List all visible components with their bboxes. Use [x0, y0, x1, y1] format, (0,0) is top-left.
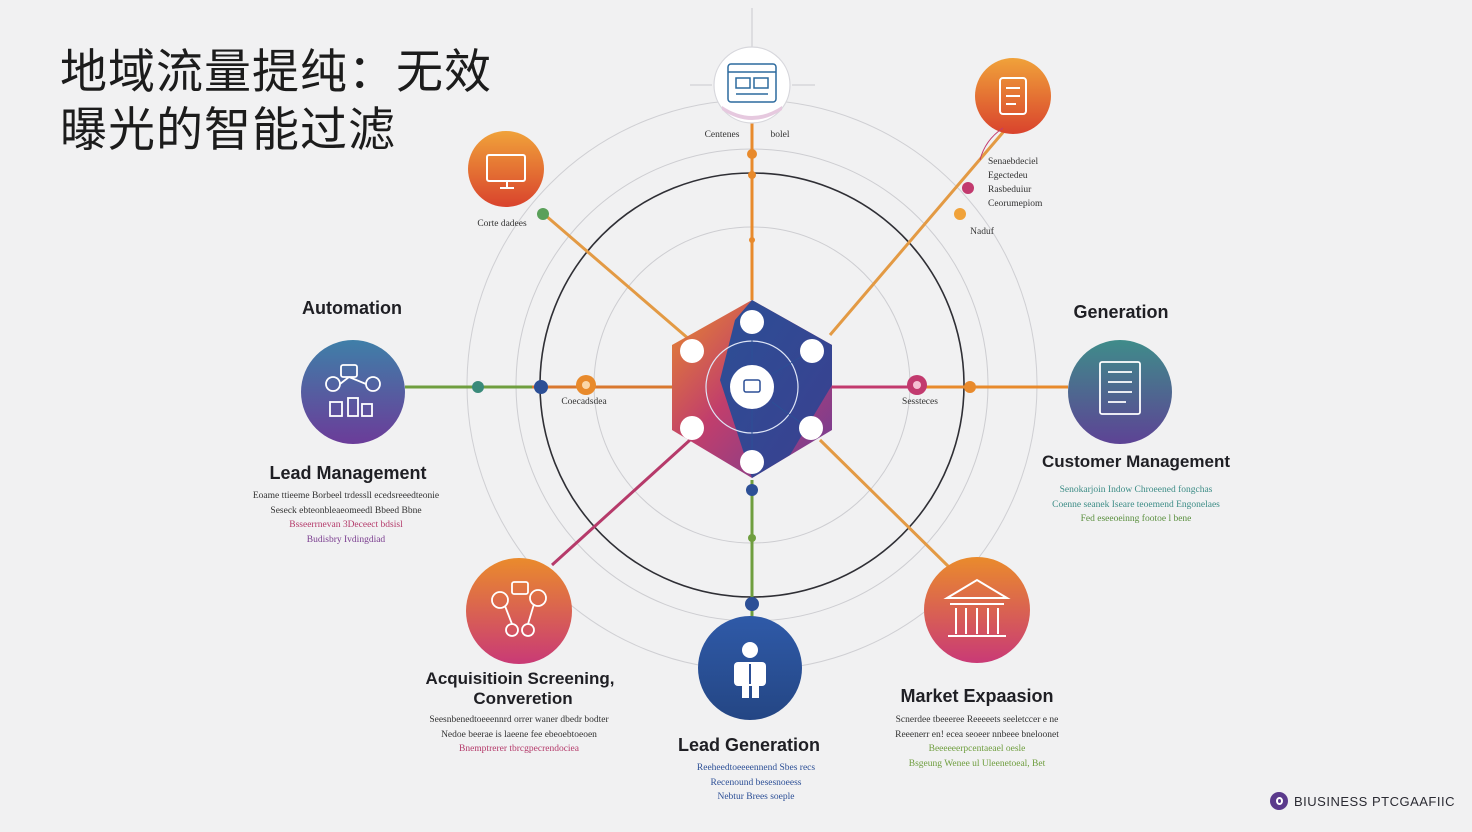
label-corte-dadees: Corte dadees	[477, 219, 527, 229]
title-line-2: 曝光的智能过滤	[60, 103, 396, 158]
brand-logo-icon	[1270, 792, 1288, 810]
desc-lead-management: Eoame ttieeme Borbeel trdessll ecedsreee…	[253, 489, 439, 547]
desc-line: Seseck ebteonbleaeomeedl Bbeed Bbne	[270, 505, 422, 516]
desc-line: Beeeeeerpcentaeael oesle	[928, 744, 1026, 754]
side-list: Senaebdeciel Egectedeu Rasbeduiur Ceorum…	[988, 155, 1042, 211]
chat-icon	[743, 379, 761, 393]
desc-lead-generation: Reeheedtoeeeennend Sbes recs Recenound b…	[697, 761, 815, 805]
label-acquisition-line-2: Converetion	[473, 689, 573, 708]
person-icon	[734, 642, 766, 698]
desc-line: Senokarjoin Indow Chroeened fongchas	[1059, 485, 1213, 495]
label-market-expansion: Market Expaasion	[900, 686, 1054, 706]
desc-market-expansion: Scnerdee tbeeeree Reeeeets seeletccer e …	[895, 713, 1059, 771]
label-bolel: bolel	[770, 130, 790, 140]
document-icon	[1099, 361, 1141, 415]
desc-line: Eoame ttieeme Borbeel trdessll ecedsreee…	[252, 491, 440, 501]
connector-lines	[405, 110, 1068, 620]
connector-nodes	[472, 149, 976, 611]
label-naduf: Naduf	[970, 227, 994, 237]
side-list-item: Senaebdeciel	[988, 157, 1039, 167]
network-node	[301, 340, 405, 444]
desc-line: Bsgeung Wenee ul Uleenetoeal, Bet	[908, 758, 1046, 769]
desc-line: Bsseerrnevan 3Deceect bdsisl	[289, 520, 403, 530]
label-lead-generation: Lead Generation	[677, 735, 821, 755]
network-icon	[325, 364, 381, 417]
chart-node	[466, 558, 572, 664]
desc-line: Nebtur Brees soeple	[717, 792, 795, 802]
label-generation: Generation	[1073, 302, 1169, 322]
desc-line: Coenne seanek Iseare teoemend Engonelaes	[1052, 499, 1220, 510]
building-icon	[943, 578, 1011, 637]
chart-icon	[491, 581, 547, 637]
desc-line: Reeenerr en! ecea seoeer nnbeee bneloone…	[895, 729, 1059, 740]
browser-node	[690, 8, 815, 124]
label-coecadsdea: Coecadsdea	[561, 397, 607, 407]
browser-icon	[727, 63, 777, 103]
desc-customer-management: Senokarjoin Indow Chroeened fongchas Coe…	[1052, 483, 1220, 527]
title-line-1: 地域流量提纯：无效	[60, 45, 492, 100]
monitor-node	[468, 131, 544, 207]
label-sessteces: Sessteces	[902, 397, 938, 407]
building-node	[924, 557, 1030, 663]
desc-line: Nedoe beerae is laeene fee ebeoebtoeoen	[441, 729, 597, 740]
monitor-icon	[486, 154, 526, 189]
central-hub	[672, 300, 832, 478]
side-list-item: Ceorumepiom	[988, 199, 1043, 209]
brand-mark: BIUSINESS PTCGAAFIIC	[1270, 792, 1455, 810]
desc-acquisition: Seesnbenedtoeeennrd orrer waner dbedr bo…	[429, 713, 608, 757]
desc-line: Recenound besesnoeess	[710, 777, 802, 788]
desc-line: Scnerdee tbeeeree Reeeeets seeletccer e …	[895, 715, 1059, 725]
document-node	[1068, 340, 1172, 444]
side-list-item: Rasbeduiur	[988, 185, 1032, 195]
desc-line: Fed eseeoeinng footoe l bene	[1080, 514, 1192, 524]
side-list-item: Egectedeu	[988, 171, 1028, 181]
label-acquisition-line-1: Acquisitioin Screening,	[425, 669, 615, 688]
person-node	[698, 616, 802, 720]
tablet-node	[975, 58, 1051, 161]
desc-line: Reeheedtoeeeennend Sbes recs	[696, 763, 816, 773]
brand-text: BIUSINESS PTCGAAFIIC	[1294, 793, 1455, 809]
desc-line: Budisbry Ivdingdiad	[306, 534, 386, 545]
desc-line: Bnemptrerer tbrcgpecrendociea	[458, 744, 579, 754]
label-automation: Automation	[302, 298, 402, 318]
label-centenes: Centenes	[704, 130, 740, 140]
tablet-icon	[999, 77, 1027, 115]
desc-line: Seesnbenedtoeeennrd orrer waner dbedr bo…	[429, 715, 609, 725]
page-title: 地域流量提纯：无效 曝光的智能过滤	[60, 44, 580, 160]
label-lead-management: Lead Management	[269, 463, 427, 483]
label-customer-management: Customer Management	[1042, 452, 1230, 471]
